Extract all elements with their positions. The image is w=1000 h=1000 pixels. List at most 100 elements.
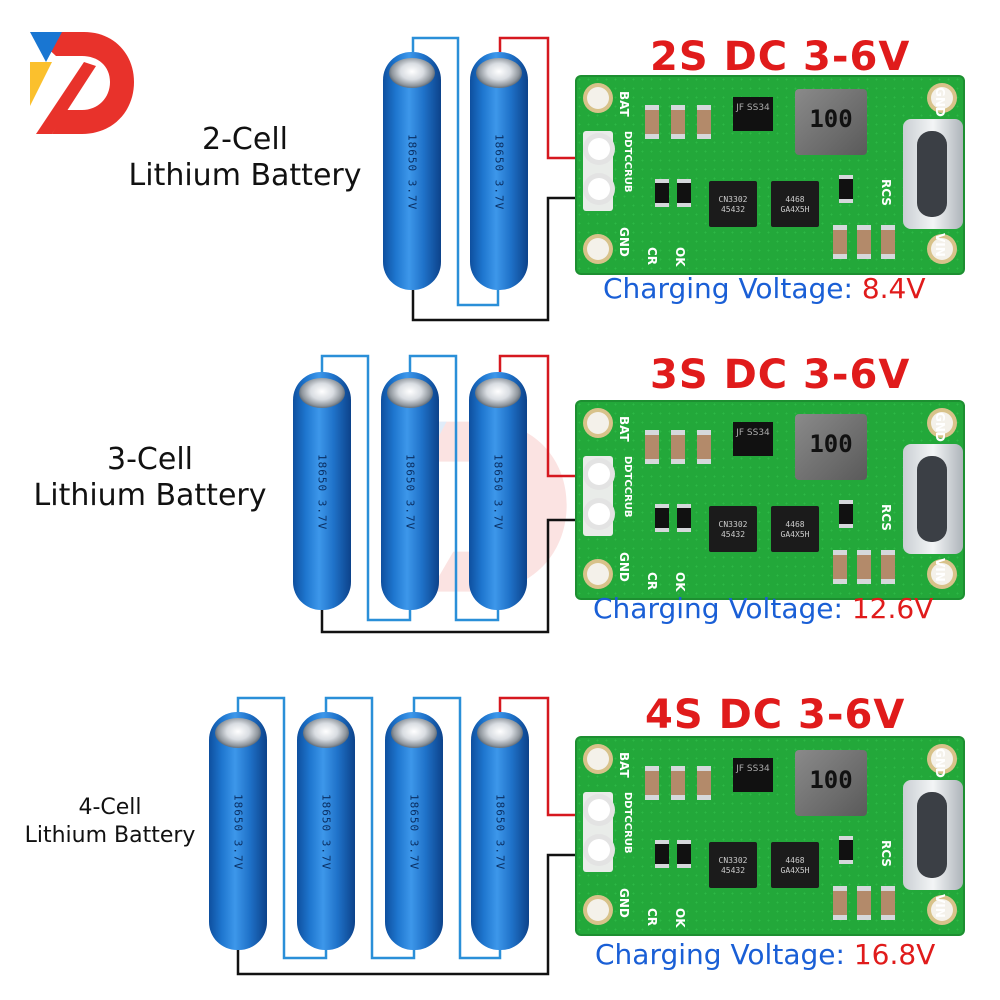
- voltage-value: 8.4V: [861, 272, 926, 305]
- ic-marking: CN3302 45432: [718, 520, 748, 539]
- battery-cell: 18650 3.7V: [209, 712, 267, 950]
- power-inductor: 100: [795, 750, 867, 816]
- diode-marking: JF SS34: [736, 103, 770, 113]
- silk-bat: BAT: [617, 752, 631, 778]
- usb-c-port: [903, 780, 963, 890]
- mount-hole: [587, 563, 609, 585]
- charger-ic: CN3302 45432: [709, 842, 757, 888]
- voltage-label: Charging Voltage:: [593, 592, 843, 625]
- battery-cell: 18650 3.7V: [470, 52, 528, 290]
- charger-ic: CN3302 45432: [709, 506, 757, 552]
- battery-print: 18650 3.7V: [231, 793, 245, 871]
- mount-hole: [587, 238, 609, 260]
- capacitor: [697, 105, 711, 139]
- battery-cell: 18650 3.7V: [385, 712, 443, 950]
- silk-vin: VIN: [933, 233, 947, 257]
- mosfet-ic: 4468 GA4X5H: [771, 842, 819, 888]
- module-title: 3S DC 3-6V: [650, 352, 911, 398]
- capacitor: [833, 886, 847, 920]
- voltage-label: Charging Voltage:: [603, 272, 853, 305]
- mount-hole: [931, 899, 953, 921]
- battery-print: 18650 3.7V: [319, 793, 333, 871]
- mount-hole: [931, 87, 953, 109]
- silk-ok: OK: [673, 247, 687, 267]
- wiring: [411, 36, 585, 322]
- capacitor: [881, 550, 895, 584]
- inductor-marking: 100: [809, 105, 853, 133]
- silk-gnd-right: GND: [933, 748, 947, 778]
- mount-hole: [931, 748, 953, 770]
- silk-gnd: GND: [617, 888, 631, 918]
- bat-minus-pad: [588, 839, 610, 861]
- battery-print: 18650 3.7V: [405, 133, 419, 211]
- module-title: 4S DC 3-6V: [645, 692, 906, 738]
- brand-logo: [30, 32, 134, 134]
- battery-cap-icon: [477, 718, 523, 748]
- sense-resistor: [839, 836, 853, 864]
- battery-cell: 18650 3.7V: [293, 372, 351, 610]
- silk-rcs: RCS: [879, 179, 893, 206]
- resistor: [655, 179, 669, 207]
- ic-marking: 4468 GA4X5H: [780, 195, 810, 214]
- charger-board: BAT DDTCCRUB GND CR OK JF SS34 100 CN330…: [575, 75, 965, 275]
- diode-marking: JF SS34: [736, 428, 770, 438]
- section-4s: 4-Cell Lithium Battery 18650 3.7V 18650 …: [0, 660, 1000, 1000]
- mosfet-ic: 4468 GA4X5H: [771, 181, 819, 227]
- capacitor: [671, 105, 685, 139]
- cell-label: 4-Cell Lithium Battery: [10, 794, 210, 850]
- mount-hole: [931, 238, 953, 260]
- capacitor: [881, 886, 895, 920]
- sense-resistor: [839, 175, 853, 203]
- battery-print: 18650 3.7V: [492, 133, 506, 211]
- silk-ok: OK: [673, 908, 687, 928]
- battery-cap-icon: [475, 378, 521, 408]
- capacitor: [881, 225, 895, 259]
- resistor: [677, 840, 691, 868]
- silk-rcs: RCS: [879, 840, 893, 867]
- power-inductor: 100: [795, 89, 867, 155]
- silk-cr: CR: [645, 247, 659, 266]
- battery-type-label: Lithium Battery: [24, 823, 196, 848]
- inductor-marking: 100: [809, 430, 853, 458]
- cell-label: 2-Cell Lithium Battery: [110, 122, 380, 194]
- silk-brand: DDTCCRUB: [622, 131, 633, 193]
- voltage-value: 16.8V: [853, 938, 936, 971]
- wiring: [236, 696, 585, 976]
- battery-cap-icon: [303, 718, 349, 748]
- mount-hole: [587, 748, 609, 770]
- mount-hole: [931, 412, 953, 434]
- capacitor: [833, 550, 847, 584]
- resistor: [677, 179, 691, 207]
- silk-gnd: GND: [617, 227, 631, 257]
- capacitor: [857, 225, 871, 259]
- schottky-diode: JF SS34: [733, 758, 773, 792]
- mount-hole: [587, 412, 609, 434]
- schottky-diode: JF SS34: [733, 97, 773, 131]
- battery-print: 18650 3.7V: [493, 793, 507, 871]
- capacitor: [833, 225, 847, 259]
- capacitor: [671, 430, 685, 464]
- silk-vin: VIN: [933, 894, 947, 918]
- ic-marking: 4468 GA4X5H: [780, 520, 810, 539]
- battery-cap-icon: [387, 378, 433, 408]
- bat-plus-pad: [588, 463, 610, 485]
- battery-print: 18650 3.7V: [491, 453, 505, 531]
- ic-marking: CN3302 45432: [718, 856, 748, 875]
- bat-plus-pad: [588, 138, 610, 160]
- voltage-label: Charging Voltage:: [595, 938, 845, 971]
- usb-c-port: [903, 119, 963, 229]
- silk-cr: CR: [645, 572, 659, 591]
- mount-hole: [931, 563, 953, 585]
- resistor: [655, 840, 669, 868]
- module-title: 2S DC 3-6V: [650, 34, 911, 80]
- resistor: [655, 504, 669, 532]
- silk-cr: CR: [645, 908, 659, 927]
- capacitor: [645, 105, 659, 139]
- bat-minus-pad: [588, 178, 610, 200]
- battery-cap-icon: [389, 58, 435, 88]
- voltage-value: 12.6V: [851, 592, 934, 625]
- ic-marking: CN3302 45432: [718, 195, 748, 214]
- charging-voltage: Charging Voltage: 8.4V: [603, 272, 926, 305]
- sense-resistor: [839, 500, 853, 528]
- silk-rcs: RCS: [879, 504, 893, 531]
